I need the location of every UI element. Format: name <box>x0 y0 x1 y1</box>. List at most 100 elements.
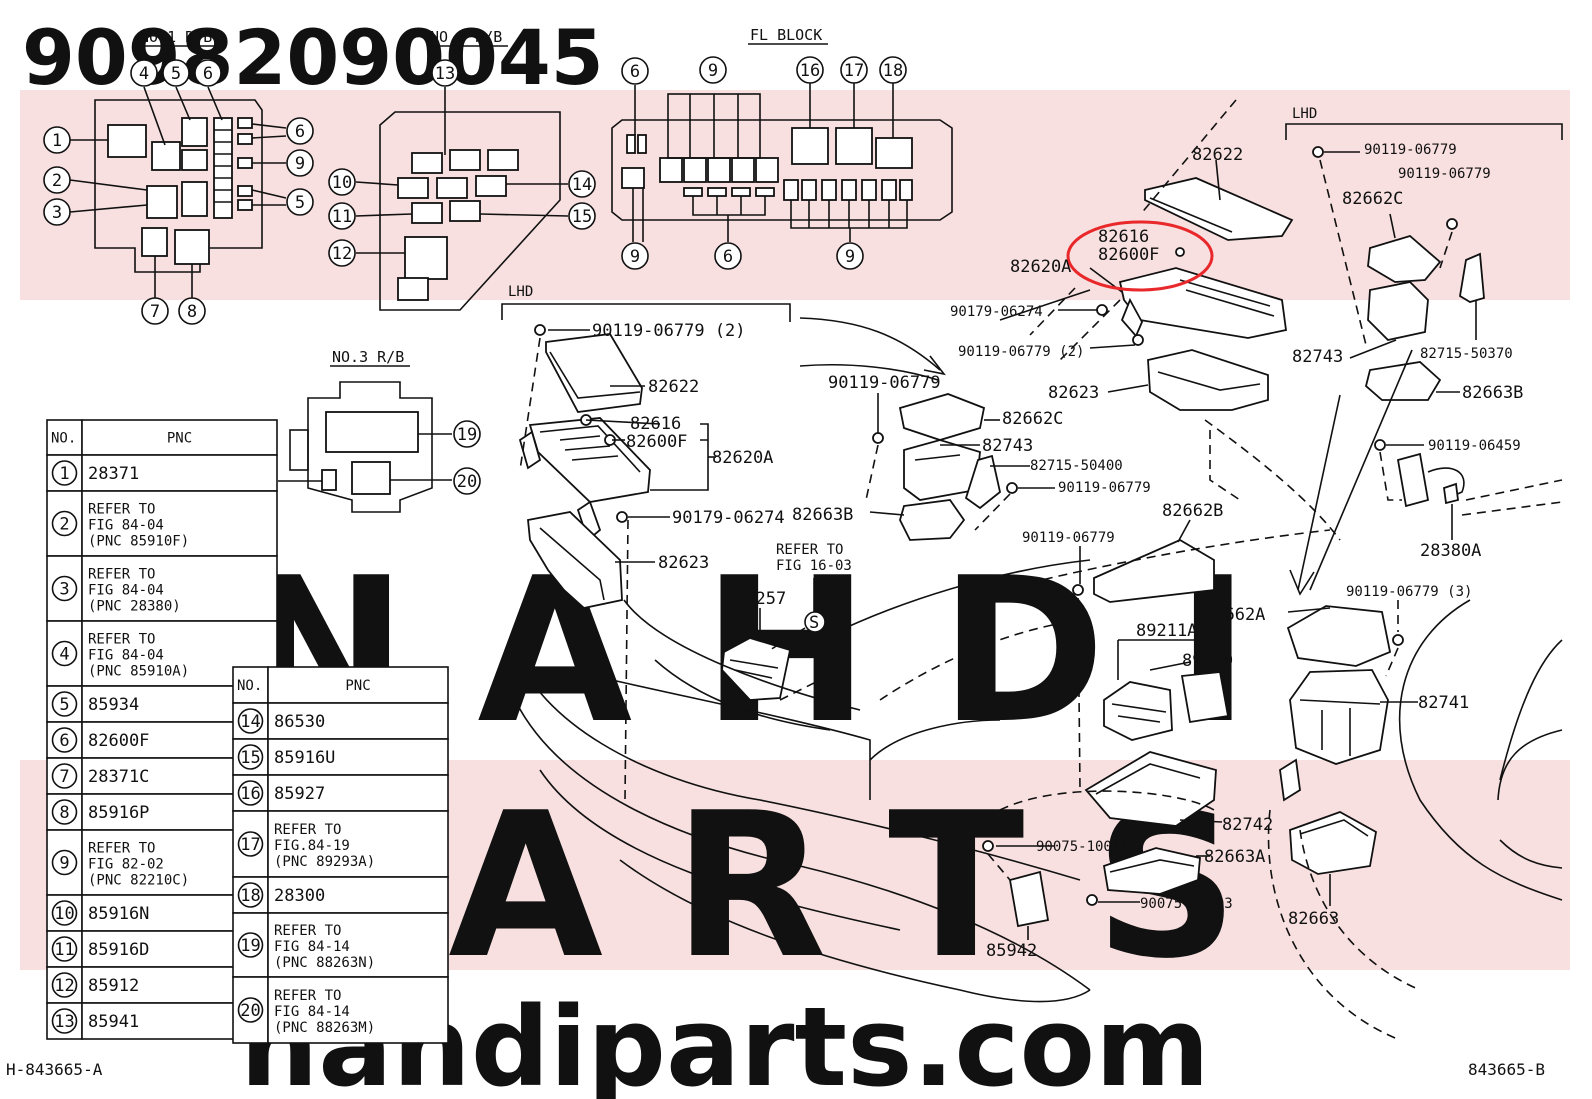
label-90179-06274-left: 90179-06274 <box>672 508 785 528</box>
label-89257: 89257 <box>735 589 786 609</box>
svg-text:12: 12 <box>332 244 352 264</box>
svg-text:FIG 84-04: FIG 84-04 <box>88 583 164 599</box>
callout-rb2-11: 11 <box>328 202 356 230</box>
svg-text:85934: 85934 <box>88 695 139 715</box>
row-number-circle <box>51 936 78 962</box>
label-90179-06274-main: 90179-06274 <box>950 304 1043 320</box>
svg-text:18: 18 <box>883 61 903 81</box>
row-number-circle <box>51 727 78 753</box>
svg-text:14: 14 <box>572 175 592 195</box>
svg-text:85941: 85941 <box>88 1012 139 1032</box>
label-82715-50400: 82715-50400 <box>1030 458 1123 474</box>
svg-text:14: 14 <box>240 712 260 732</box>
callout-rb3-19: 19 <box>453 420 481 448</box>
svg-text:5: 5 <box>59 695 69 715</box>
label-90075-10014: 90075-10014 <box>1036 839 1129 855</box>
svg-text:20: 20 <box>240 1001 260 1021</box>
lhd-right-title: LHD <box>1292 106 1317 122</box>
footer-left-code: H-843665-A <box>6 1060 103 1079</box>
svg-text:85927: 85927 <box>274 784 325 804</box>
svg-text:10: 10 <box>54 904 74 924</box>
svg-text:7: 7 <box>59 767 69 787</box>
label-82743-right: 82743 <box>1292 347 1343 367</box>
svg-text:6: 6 <box>59 731 69 751</box>
svg-text:8: 8 <box>187 302 197 322</box>
label-90119-06779-rhs2: 90119-06779 <box>1398 166 1491 182</box>
label-82662b: 82662B <box>1162 501 1223 521</box>
svg-text:FIG 84-14: FIG 84-14 <box>274 1004 350 1020</box>
svg-text:REFER TO: REFER TO <box>274 988 341 1004</box>
svg-text:(PNC 82210C): (PNC 82210C) <box>88 873 189 889</box>
fuse-box-block-82620a-left <box>518 414 651 542</box>
label-89211a: 89211A <box>1136 621 1197 641</box>
svg-text:NO.: NO. <box>51 431 76 447</box>
label-82662a: 82662A <box>1204 605 1265 625</box>
label-82742: 82742 <box>1222 815 1273 835</box>
svg-text:6: 6 <box>295 122 305 142</box>
svg-text:5: 5 <box>171 64 181 84</box>
svg-text:REFER TO: REFER TO <box>274 923 341 939</box>
row-number-circle <box>51 510 78 537</box>
callout-rb2-13: 13 <box>431 59 459 87</box>
svg-text:3: 3 <box>52 203 62 223</box>
row-number-circle <box>51 1008 78 1034</box>
svg-text:PNC: PNC <box>345 678 370 694</box>
label-90075-06003: 90075-06003 <box>1140 896 1233 912</box>
svg-text:(PNC 85910F): (PNC 85910F) <box>88 534 189 550</box>
callout-rb1-1: 1 <box>43 126 71 154</box>
callout-rb1-5: 5 <box>162 59 190 87</box>
row-number-circle <box>51 640 78 667</box>
label-82663a: 82663A <box>1204 847 1265 867</box>
svg-text:15: 15 <box>240 748 260 768</box>
callout-rb1-7: 7 <box>141 297 169 325</box>
svg-text:9: 9 <box>630 247 640 267</box>
table-header: NO.PNC <box>46 419 278 456</box>
callout-rb1-6: 6 <box>286 117 314 145</box>
svg-text:REFER TO: REFER TO <box>88 502 155 518</box>
part-labels: 90119-06779 (2) 82622 82616 82600F 82620… <box>592 142 1523 961</box>
label-82622-left: 82622 <box>648 377 699 397</box>
svg-text:17: 17 <box>844 61 864 81</box>
lhd-left-title: LHD <box>508 284 533 300</box>
row-number-circle <box>51 575 78 602</box>
callout-rb2-14: 14 <box>568 170 596 198</box>
svg-text:6: 6 <box>723 247 733 267</box>
label-82662c-center: 82662C <box>1002 409 1063 429</box>
callout-rb1-8: 8 <box>178 297 206 325</box>
svg-text:REFER TO: REFER TO <box>274 822 341 838</box>
svg-text:2: 2 <box>52 171 62 191</box>
svg-text:11: 11 <box>54 940 74 960</box>
bracket-82623-left <box>527 511 628 609</box>
rb3-title: NO.3 R/B <box>332 348 404 366</box>
svg-text:86530: 86530 <box>274 712 325 732</box>
row-number-circle <box>237 997 264 1023</box>
svg-text:7: 7 <box>150 302 160 322</box>
label-90119-06459: 90119-06459 <box>1428 438 1521 454</box>
callout-rb1-5: 5 <box>286 188 314 216</box>
table-header: NO.PNC <box>232 666 449 704</box>
label-82622-main: 82622 <box>1192 145 1243 165</box>
row-number-circle <box>237 744 264 770</box>
label-82663b-center: 82663B <box>792 505 853 525</box>
main-fuse-block-assembly <box>999 99 1294 411</box>
label-90119-06779-center2: 90119-06779 <box>1058 480 1151 496</box>
svg-text:85912: 85912 <box>88 976 139 996</box>
callout-rb1-3: 3 <box>43 198 71 226</box>
row-number-circle <box>237 831 264 857</box>
svg-text:REFER TO: REFER TO <box>88 567 155 583</box>
row-number-circle <box>51 799 78 825</box>
svg-text:11: 11 <box>332 207 352 227</box>
svg-text:FIG 84-04: FIG 84-04 <box>88 648 164 664</box>
svg-text:15: 15 <box>572 207 592 227</box>
svg-text:5: 5 <box>295 193 305 213</box>
label-28380a: 28380A <box>1420 541 1481 561</box>
row-number-circle <box>237 882 264 908</box>
svg-text:8: 8 <box>59 803 69 823</box>
svg-text:FIG 84-04: FIG 84-04 <box>88 518 164 534</box>
svg-text:FIG 82-02: FIG 82-02 <box>88 857 164 873</box>
